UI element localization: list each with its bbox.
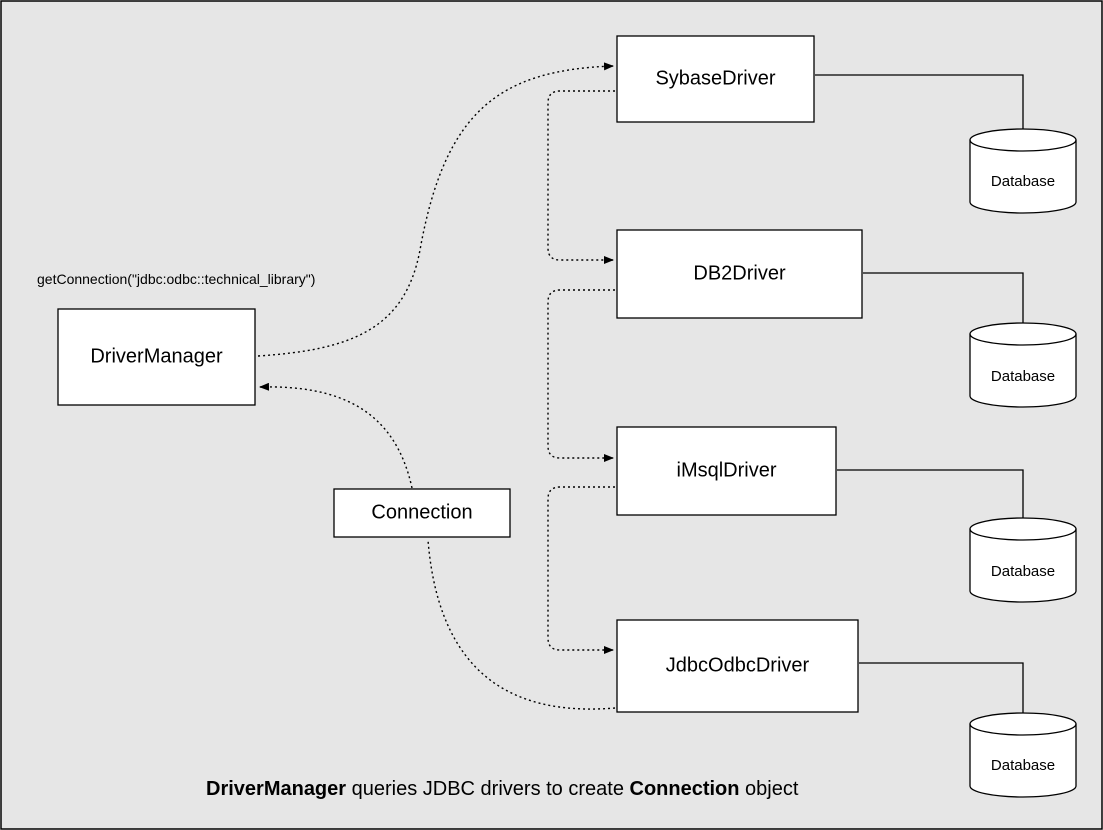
- caption-drivermanager: DriverManager: [206, 778, 346, 800]
- drivermanager-label: DriverManager: [90, 345, 223, 367]
- getconnection-label: getConnection("jdbc:odbc::technical_libr…: [37, 271, 315, 287]
- database-label-4: Database: [991, 757, 1055, 774]
- connection-node: Connection: [333, 488, 511, 538]
- database-cylinder-4: Database: [969, 712, 1077, 798]
- database-label-3: Database: [991, 563, 1055, 580]
- caption-connection: Connection: [630, 778, 740, 800]
- caption-text-2: object: [740, 778, 799, 800]
- database-cylinder-1: Database: [969, 128, 1077, 214]
- edge-drivermanager-to-sybase: [257, 62, 614, 357]
- diagram-caption: DriverManager queries JDBC drivers to cr…: [206, 778, 799, 800]
- database-label-1: Database: [991, 173, 1055, 190]
- line-jdbcodbc-to-database: [859, 662, 1024, 715]
- edge-sybase-to-db2: [547, 90, 615, 264]
- db2driver-label: DB2Driver: [693, 262, 786, 284]
- drivermanager-node: DriverManager: [57, 308, 256, 406]
- line-db2-to-database: [863, 272, 1024, 325]
- line-imsql-to-database: [837, 469, 1024, 520]
- jdbcodbcdriver-node: JdbcOdbcDriver: [616, 619, 859, 713]
- db2driver-node: DB2Driver: [616, 229, 863, 319]
- database-label-2: Database: [991, 368, 1055, 385]
- caption-text-1: queries JDBC drivers to create: [346, 778, 629, 800]
- database-cylinder-2: Database: [969, 322, 1077, 408]
- sybasedriver-label: SybaseDriver: [655, 67, 775, 89]
- jdbcodbcdriver-label: JdbcOdbcDriver: [666, 654, 810, 676]
- database-cylinder-3: Database: [969, 517, 1077, 603]
- edge-jdbcodbc-to-connection: [427, 539, 616, 710]
- imsqldriver-label: iMsqlDriver: [677, 459, 777, 481]
- sybasedriver-node: SybaseDriver: [616, 35, 815, 123]
- connection-label: Connection: [371, 501, 472, 523]
- imsqldriver-node: iMsqlDriver: [616, 426, 837, 516]
- edge-db2-to-imsql: [547, 289, 615, 462]
- line-sybase-to-database: [815, 74, 1024, 130]
